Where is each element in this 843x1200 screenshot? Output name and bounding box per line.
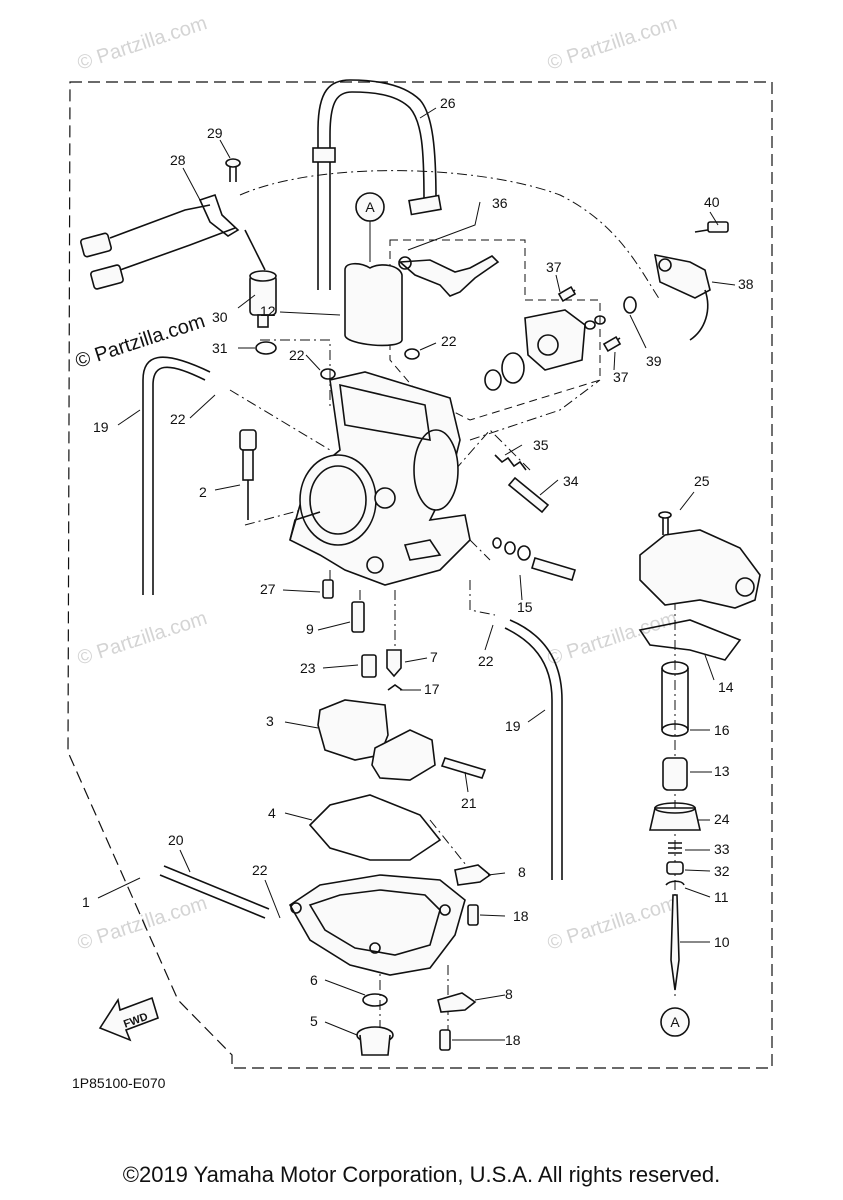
callout-36: 36: [492, 195, 508, 211]
callout-8a: 8: [518, 864, 526, 880]
callout-8b: 8: [505, 986, 513, 1002]
callout-30: 30: [212, 309, 228, 325]
callout-14: 14: [718, 679, 734, 695]
float-pin: [440, 757, 487, 779]
callout-15: 15: [517, 599, 533, 615]
callout-38: 38: [738, 276, 754, 292]
o-rings: [255, 341, 420, 380]
drain-hose-left-inner: [152, 366, 206, 595]
callout-12: 12: [260, 303, 276, 319]
callout-2: 2: [199, 484, 207, 500]
callout-28: 28: [170, 152, 186, 168]
callout-24: 24: [714, 811, 730, 827]
callout-11: 11: [714, 889, 729, 905]
carburetor-body: [289, 371, 471, 586]
callout-26: 26: [440, 95, 456, 111]
drain-hose-right-inner: [509, 619, 563, 880]
bolts-18: [439, 904, 479, 1051]
drain-hose-left: [142, 356, 211, 595]
callout-1: 1: [82, 894, 90, 910]
top-cover: A: [344, 192, 403, 347]
callout-18a: 18: [513, 908, 529, 924]
shaft-housing: [484, 285, 637, 391]
callout-17: 17: [424, 681, 440, 697]
screw-34: [507, 476, 550, 514]
float-bowl-gasket: [308, 794, 442, 861]
callout-22d: 22: [478, 653, 494, 669]
watermark: © Partzilla.com: [75, 892, 210, 955]
callout-3: 3: [266, 713, 274, 729]
callout-16: 16: [714, 722, 730, 738]
floats: [317, 699, 436, 781]
copyright-footer: ©2019 Yamaha Motor Corporation, U.S.A. A…: [122, 1162, 721, 1187]
screw-29: [225, 158, 241, 182]
watermark: © Partzilla.com: [545, 892, 680, 955]
callout-32: 32: [714, 863, 730, 879]
float-bowl: [288, 874, 466, 976]
callout-40: 40: [704, 194, 720, 210]
overflow-hose-inner: [163, 865, 270, 910]
throttle-arm: [398, 255, 500, 297]
assembly-boundary: [67, 81, 773, 1069]
callout-22c: 22: [170, 411, 186, 427]
callout-10: 10: [714, 934, 730, 950]
callout-19b: 19: [505, 718, 521, 734]
spring-35: [494, 454, 527, 471]
plunger-stack: A: [648, 757, 702, 1037]
callout-35: 35: [533, 437, 549, 453]
needle-set-15: [492, 537, 576, 581]
callout-23: 23: [300, 660, 316, 676]
throttle-stop-group-boundary: [389, 239, 601, 421]
reference-marker-bottom: A: [670, 1014, 680, 1030]
drain-hose-right: [504, 627, 553, 880]
callout-22a: 22: [441, 333, 457, 349]
callout-21: 21: [461, 795, 477, 811]
callout-4: 4: [268, 805, 276, 821]
watermark: © Partzilla.com: [545, 607, 680, 670]
callout-6: 6: [310, 972, 318, 988]
gasket-14: [638, 619, 742, 661]
watermark: © Partzilla.com: [545, 12, 680, 75]
jets: [322, 579, 403, 691]
watermark-side: © Partzilla.com: [73, 310, 208, 373]
callout-19a: 19: [93, 419, 109, 435]
callout-27: 27: [260, 581, 276, 597]
reference-marker-top: A: [365, 199, 375, 215]
callout-22e: 22: [252, 862, 268, 878]
callout-numbers: 26 29 28 36 40 37 38 12 30 22 31 22 39 3…: [82, 95, 754, 1048]
drain-plug-5: [356, 1026, 394, 1056]
watermark: © Partzilla.com: [75, 12, 210, 75]
callout-25: 25: [694, 473, 710, 489]
callout-29: 29: [207, 125, 223, 141]
leader-lines: [97, 107, 736, 1041]
callout-37a: 37: [546, 259, 562, 275]
callout-37b: 37: [613, 369, 629, 385]
bracket-8: [437, 864, 492, 1013]
callout-22b: 22: [289, 347, 305, 363]
callout-20: 20: [168, 832, 184, 848]
spring-16: [661, 661, 689, 737]
callout-31: 31: [212, 340, 228, 356]
forward-arrow-icon: FWD: [98, 996, 159, 1042]
callout-9: 9: [306, 621, 314, 637]
sensor-25: [639, 511, 761, 609]
callout-39: 39: [646, 353, 662, 369]
diagram-code: 1P85100-E070: [72, 1075, 166, 1091]
adjuster-screw-2: [239, 429, 257, 520]
callout-34: 34: [563, 473, 579, 489]
callout-13: 13: [714, 763, 730, 779]
callout-5: 5: [310, 1013, 318, 1029]
wiring-connectors: [80, 193, 277, 328]
sensor-38: [653, 221, 729, 341]
callout-33: 33: [714, 841, 730, 857]
vent-hose-loop: [312, 79, 442, 290]
overflow-hose: [159, 874, 266, 919]
watermark: © Partzilla.com: [75, 607, 210, 670]
callout-7: 7: [430, 649, 438, 665]
o-ring-6: [362, 993, 388, 1007]
callout-18b: 18: [505, 1032, 521, 1048]
